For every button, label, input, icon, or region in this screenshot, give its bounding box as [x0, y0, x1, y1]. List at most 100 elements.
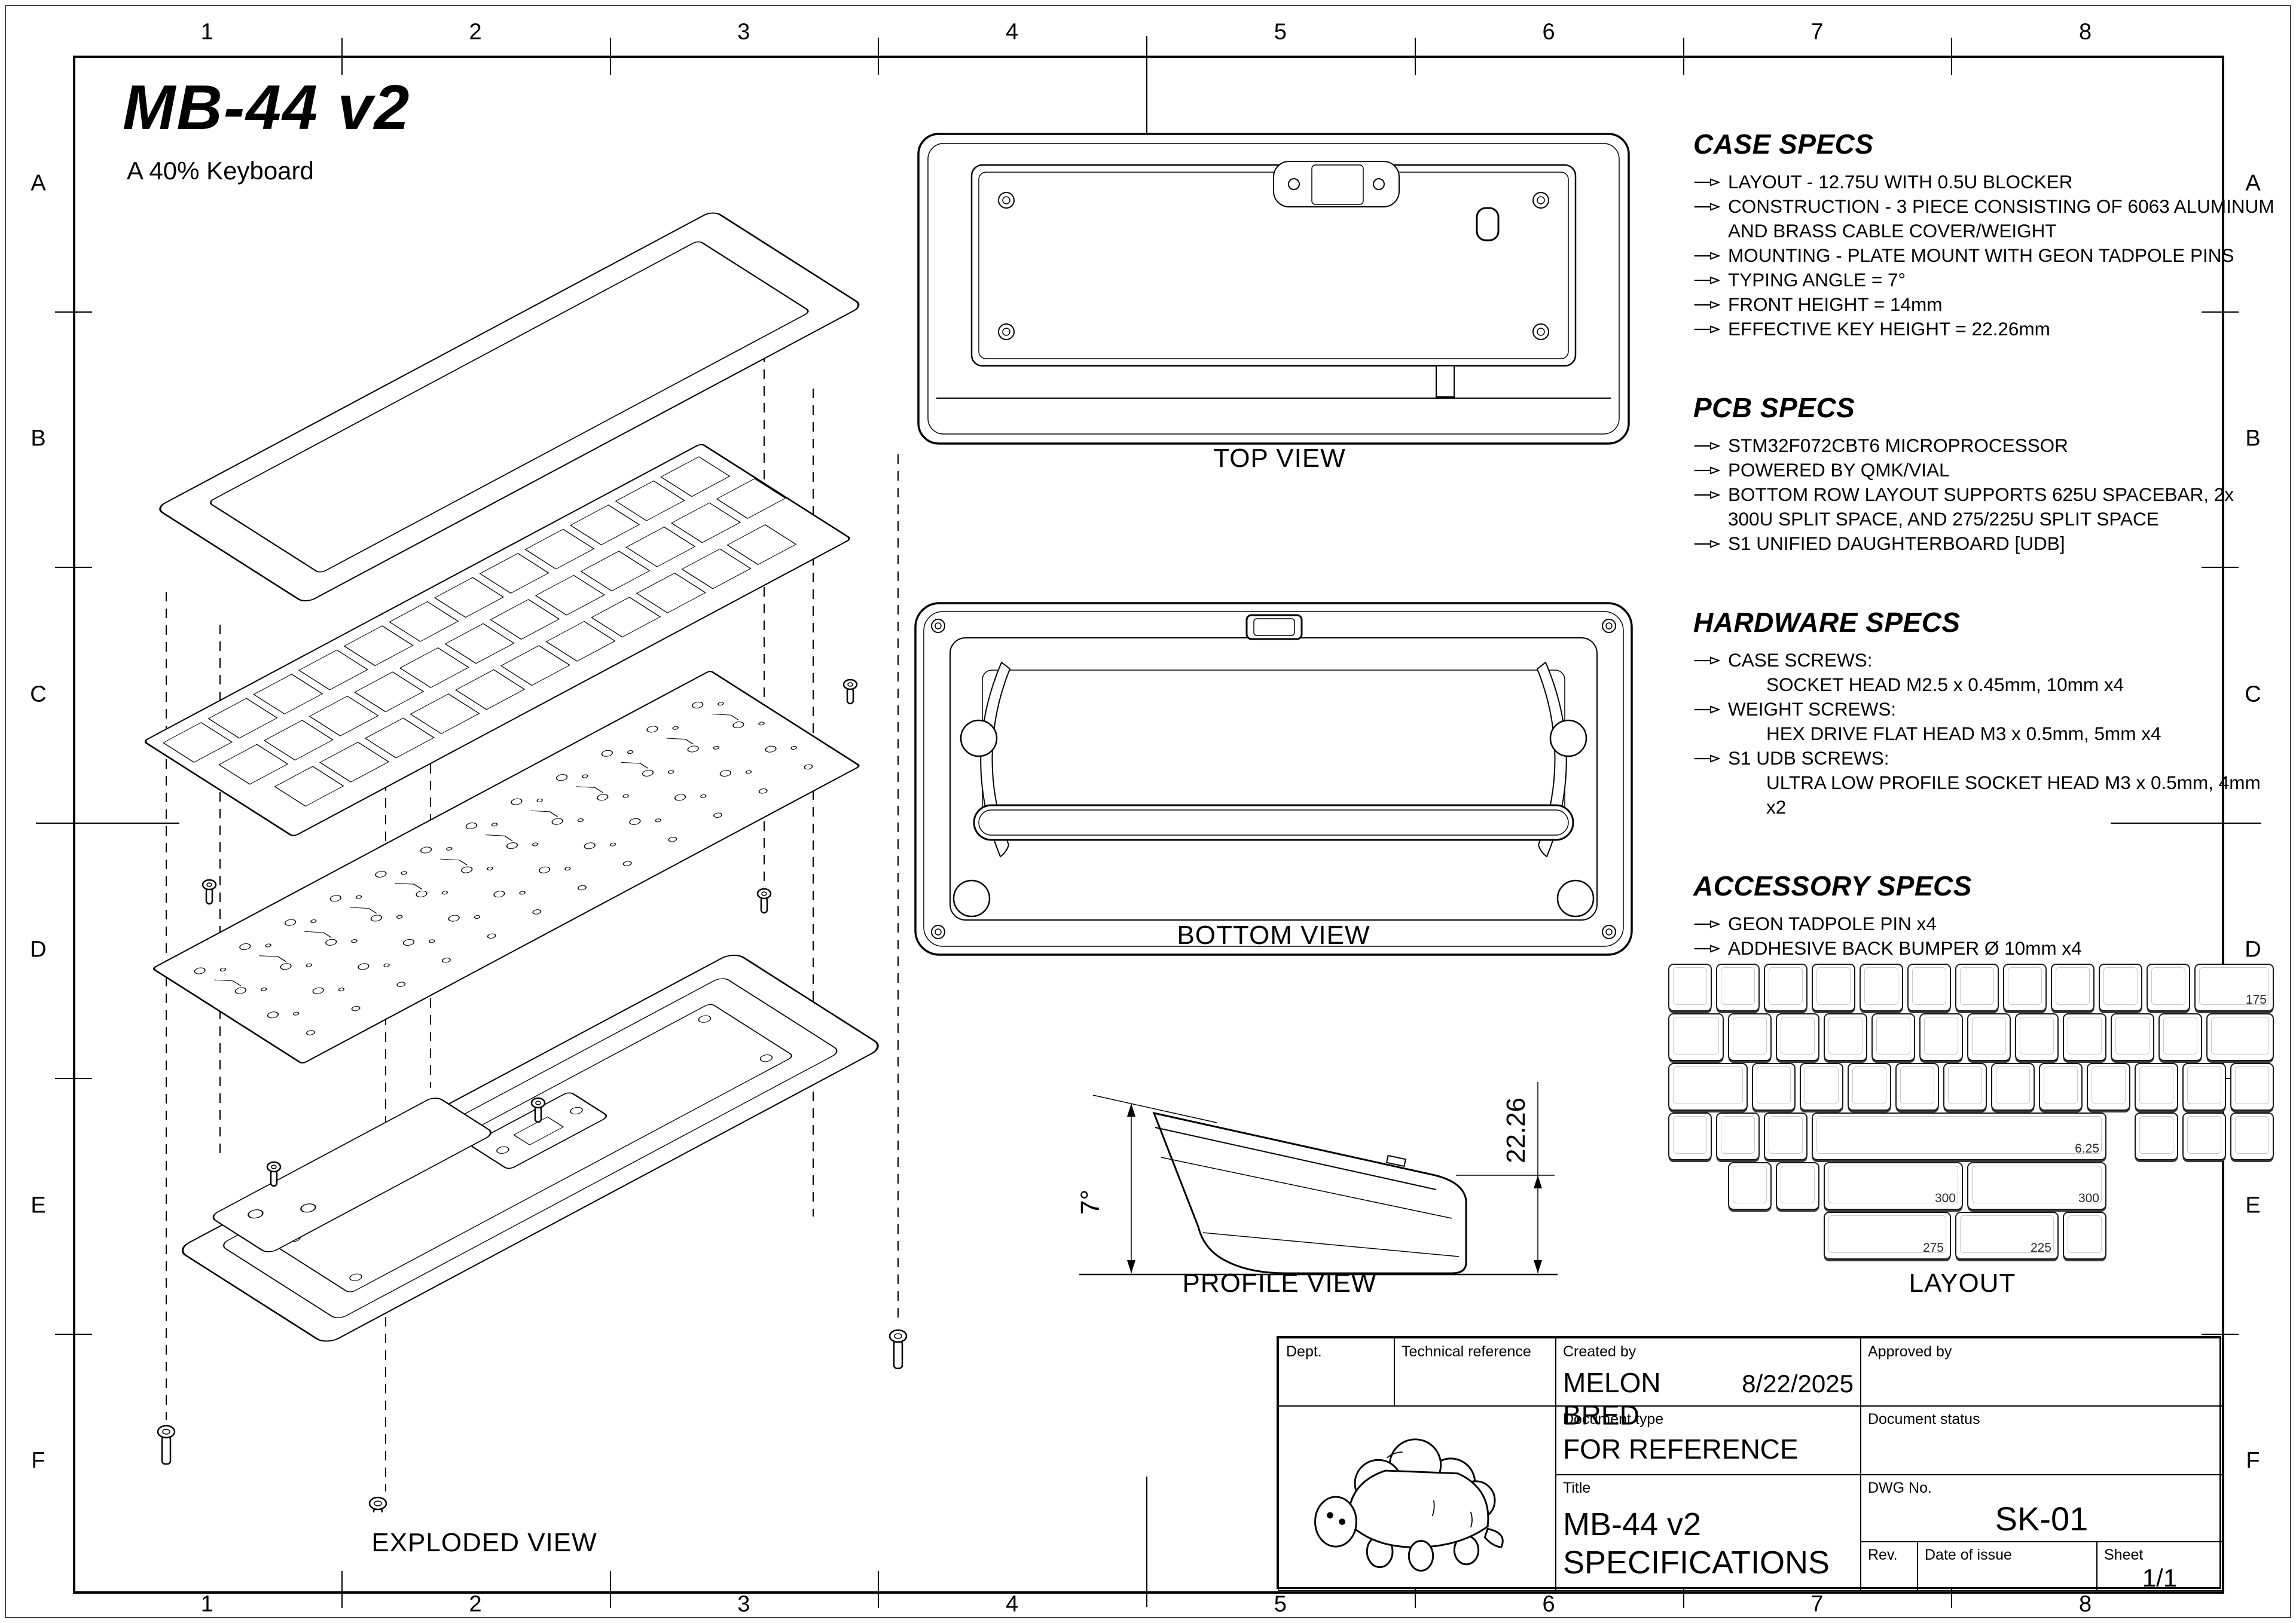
plate-hole — [455, 669, 526, 710]
spec-item: EFFECTIVE KEY HEIGHT = 22.26mm — [1693, 317, 2279, 341]
small-screw — [201, 879, 217, 905]
spec-item: GEON TADPOLE PIN x4 — [1693, 912, 2279, 936]
pcb-pad — [719, 770, 731, 777]
frame-tick — [55, 567, 92, 568]
frame-tick — [1683, 1571, 1684, 1608]
pcb-pad — [584, 842, 596, 849]
layout-key — [1895, 1063, 1939, 1111]
height-dimension: 22.26 — [1456, 1082, 1555, 1273]
grid-col-label: 7 — [1810, 1591, 1824, 1617]
pcb-pad — [790, 746, 797, 750]
tb-logo-cell — [1278, 1405, 1556, 1591]
layout-key — [1824, 1013, 1867, 1061]
plate-hole — [253, 674, 323, 715]
pcb-pad — [687, 745, 699, 753]
layout-key — [2206, 1013, 2274, 1061]
sheet-outer-border — [5, 5, 2291, 1618]
top-plate-area — [970, 164, 1577, 367]
frame-tick — [36, 822, 179, 824]
grid-col-label: 3 — [737, 1591, 750, 1617]
grid-row-label: F — [2246, 1448, 2260, 1474]
grid-col-label: 1 — [200, 19, 213, 45]
spec-item-text: STM32F072CBT6 MICROPROCESSOR — [1728, 435, 2068, 456]
tb-sheet-value: 1/1 — [2142, 1564, 2178, 1592]
arrow-bullet-icon — [1694, 325, 1721, 334]
plate-hole — [670, 502, 741, 543]
plate-hole — [726, 524, 797, 566]
pcb-pad — [487, 866, 493, 870]
grid-col-label: 4 — [1006, 19, 1019, 45]
spec-item-text: 300U SPLIT SPACE, AND 275/225U SPLIT SPA… — [1728, 508, 2159, 530]
pcb-pad — [668, 770, 674, 774]
top-cutout — [1476, 207, 1500, 242]
pcb-pad — [506, 842, 518, 849]
arrow-bullet-icon — [1694, 203, 1721, 211]
drawing-frame — [73, 56, 2224, 1594]
spec-section-title: HARDWARE SPECS — [1693, 607, 1961, 638]
layout-key — [2135, 1063, 2178, 1111]
layout-key — [1764, 1112, 1808, 1160]
pcb-pad — [672, 726, 679, 730]
plate-hole — [580, 551, 651, 592]
small-screw — [842, 678, 858, 705]
layout-row — [1668, 1063, 2290, 1111]
spec-item-text: HEX DRIVE FLAT HEAD M3 x 0.5mm, 5mm x4 — [1766, 723, 2161, 744]
layout-key — [1967, 1013, 2011, 1061]
spec-item: WEIGHT SCREWS: — [1693, 697, 2279, 722]
plate-hole — [524, 528, 595, 570]
grid-row-label: E — [2245, 1193, 2261, 1218]
pcb-pad — [370, 915, 383, 922]
tb-doctype-cell: Document type FOR REFERENCE — [1555, 1405, 1861, 1475]
grid-row-label: F — [31, 1448, 45, 1474]
tb-techref-label: Technical reference — [1402, 1343, 1531, 1360]
tb-createdby-cell: Created by MELON BRED 8/22/2025 — [1555, 1338, 1861, 1431]
spec-item-text: POWERED BY QMK/VIAL — [1728, 459, 1950, 481]
arrow-bullet-icon — [1694, 920, 1721, 928]
layout-key — [1848, 1063, 1891, 1111]
frame-tick — [878, 1571, 880, 1608]
plate-hole — [309, 695, 379, 736]
pcb-trace — [259, 955, 287, 962]
pcb-pad — [732, 722, 744, 729]
pcb-pad — [306, 963, 313, 967]
key-size-label: 275 — [1922, 1241, 1944, 1255]
pcb-pad — [758, 722, 765, 726]
layout-key — [2015, 1013, 2059, 1061]
plate-hole — [343, 625, 414, 667]
pcb-trace — [712, 714, 739, 720]
plate-hole — [660, 456, 731, 497]
page-title: MB-44 v2 — [123, 72, 411, 143]
spec-section-title: CASE SPECS — [1693, 129, 1874, 160]
tb-doctype-value: FOR REFERENCE — [1563, 1434, 1799, 1465]
spec-item-text: S1 UNIFIED DAUGHTERBOARD [UDB] — [1728, 533, 2065, 554]
pcb-pad — [692, 701, 704, 708]
angle-dimension: 7° — [1076, 1095, 1217, 1273]
top-notch — [1436, 365, 1455, 398]
grid-row-label: B — [30, 426, 46, 451]
tb-sheet-cell: Sheet 1/1 — [2096, 1541, 2223, 1592]
plate-hole — [433, 577, 505, 618]
pcb-trace — [621, 762, 649, 769]
spec-item-text: MOUNTING - PLATE MOUNT WITH GEON TADPOLE… — [1728, 244, 2234, 266]
frame-tick — [55, 311, 92, 313]
pcb-pad — [383, 963, 390, 967]
spec-item-text: CONSTRUCTION - 3 PIECE CONSISTING OF 606… — [1728, 195, 2274, 217]
pcb-pad — [446, 846, 453, 851]
tb-dept-cell: Dept. — [1278, 1338, 1395, 1407]
pcb-trace — [395, 883, 423, 890]
svg-text:22.26: 22.26 — [1501, 1098, 1531, 1163]
grid-row-label: C — [30, 681, 47, 707]
case-screw — [368, 1496, 387, 1512]
layout-row: 6.25 — [1668, 1112, 2290, 1160]
grid-col-label: 4 — [1006, 1591, 1019, 1617]
pcb-pad — [577, 818, 584, 823]
arrow-bullet-icon — [1694, 656, 1721, 665]
bottom-view-caption: BOTTOM VIEW — [1177, 921, 1370, 950]
pcb-trace — [530, 810, 558, 817]
layout-row — [1668, 1013, 2290, 1061]
layout-key — [1776, 1013, 1819, 1061]
